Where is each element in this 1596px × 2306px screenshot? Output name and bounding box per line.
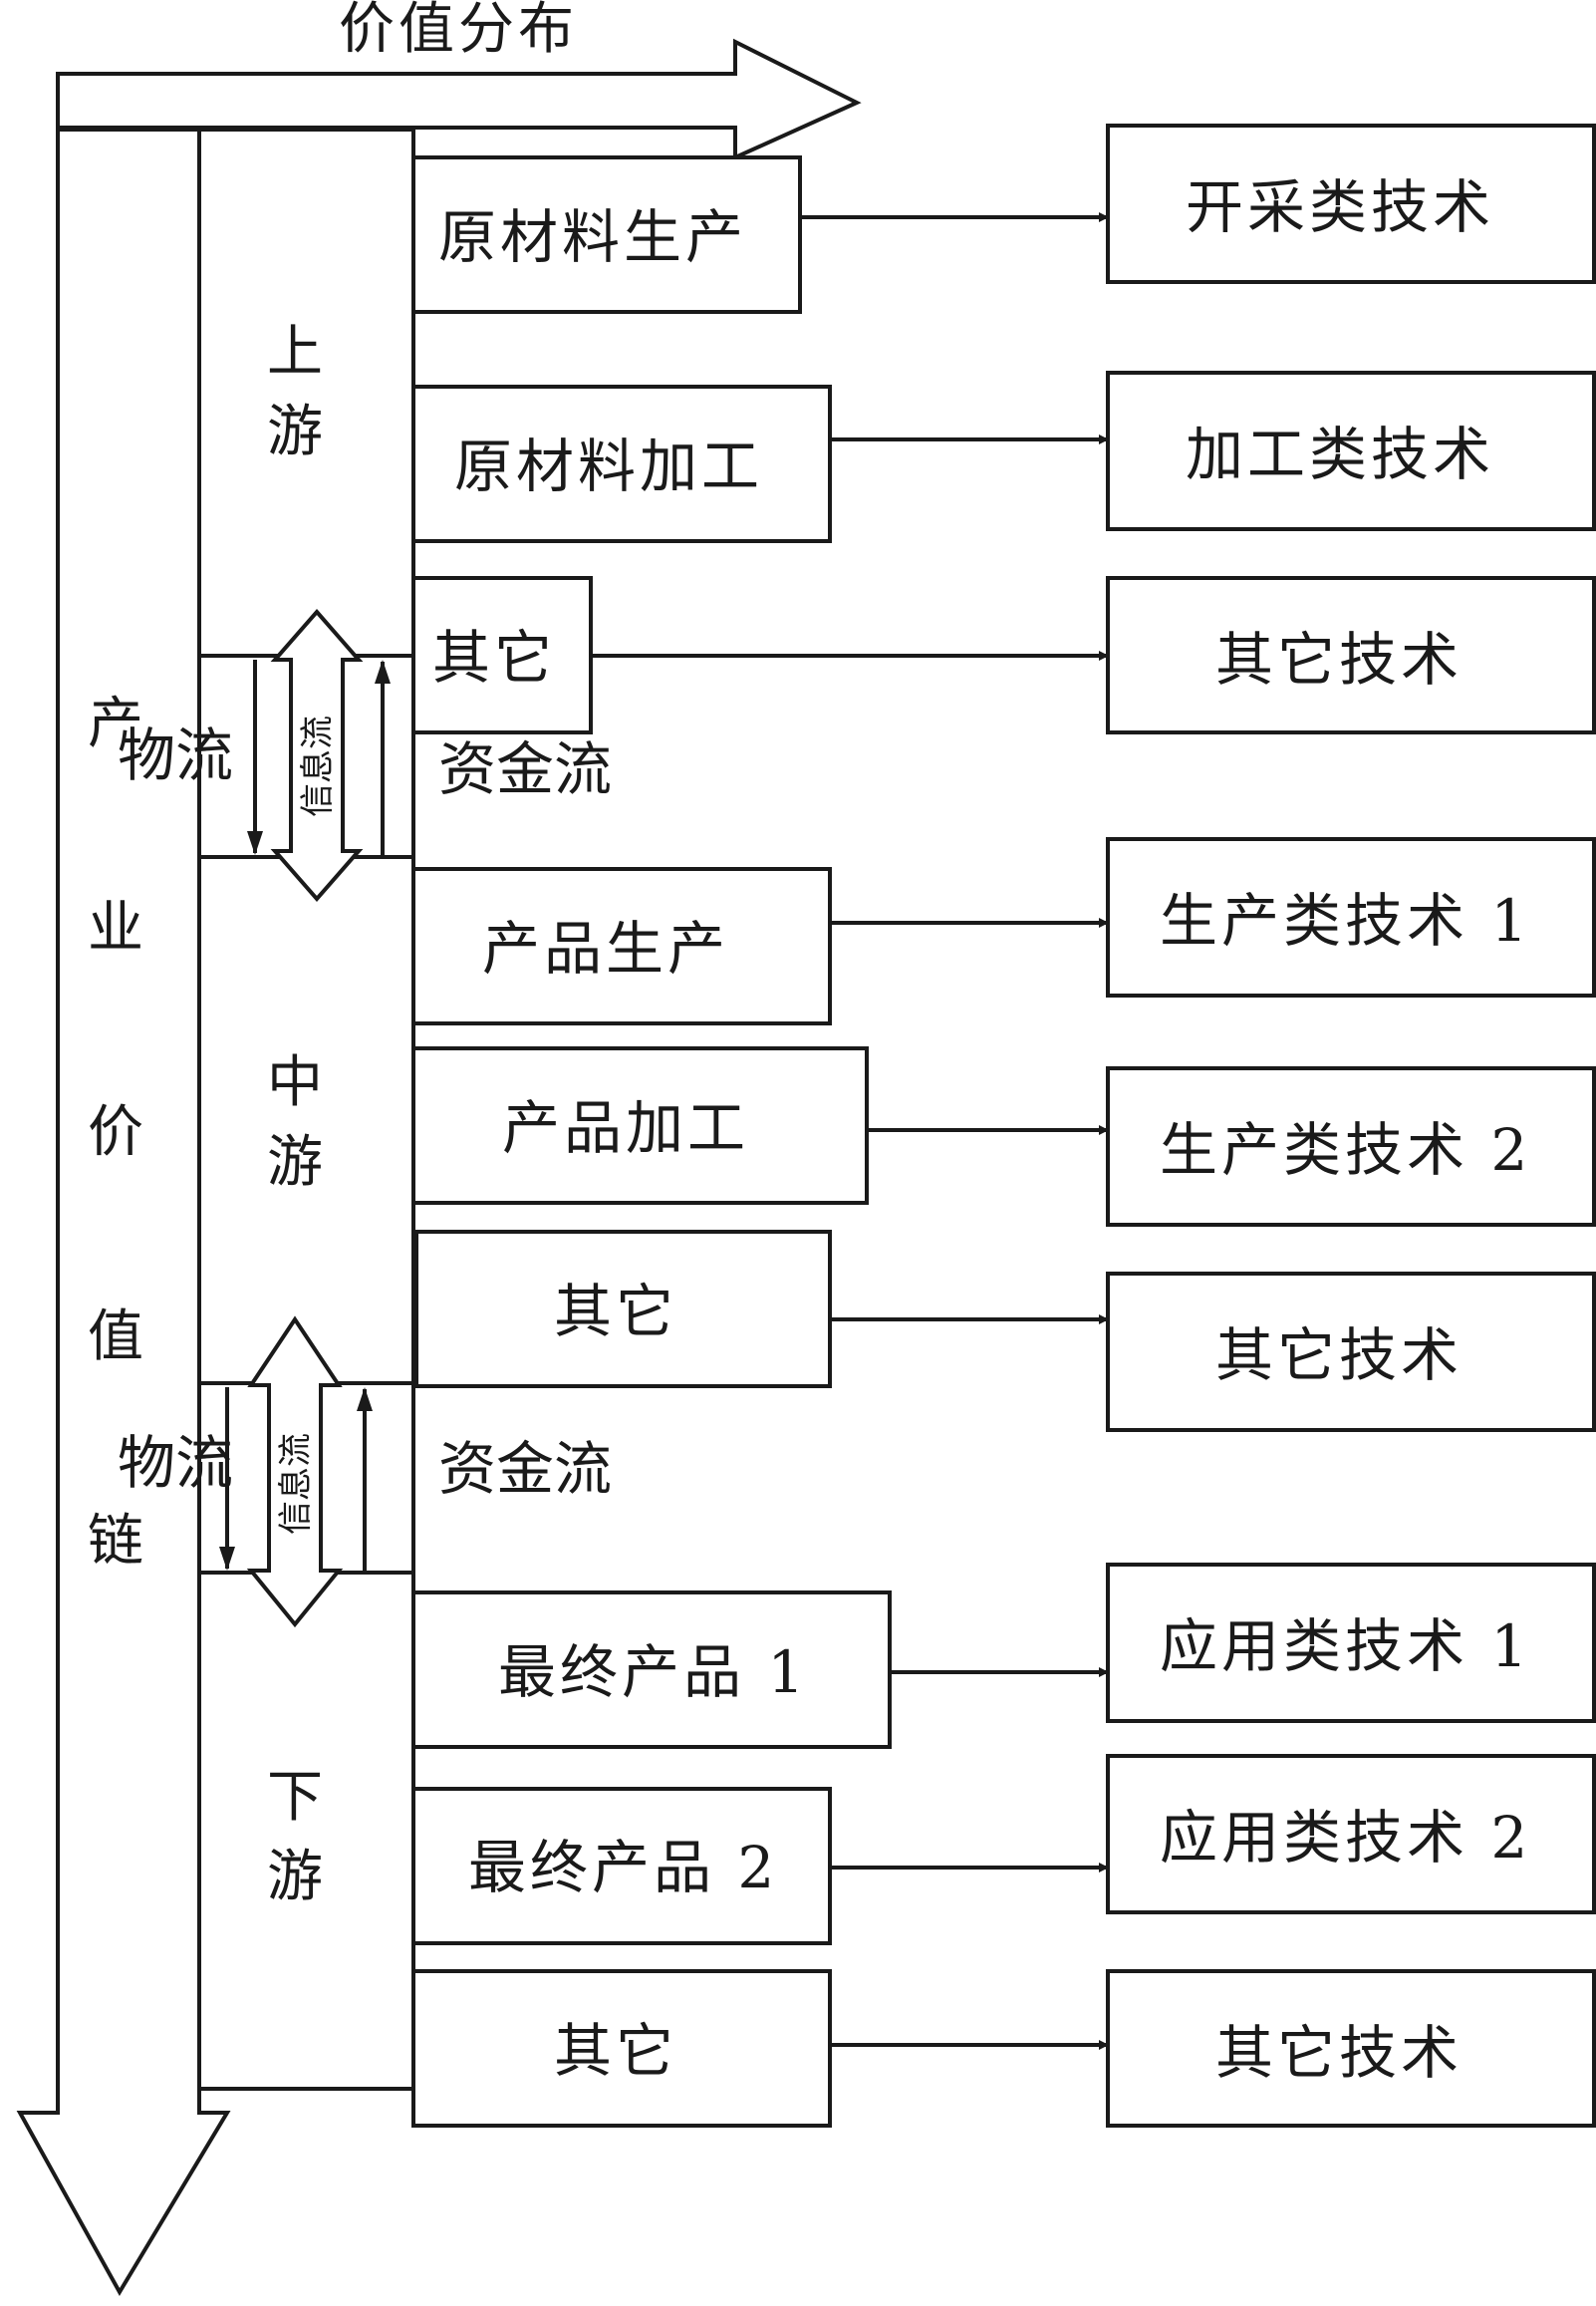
- segment-upstream-char-2: 游: [267, 400, 323, 464]
- technology-box: [1106, 1066, 1596, 1227]
- stage-label: 最终产品 2: [468, 1834, 778, 1901]
- technology-label: 其它技术: [1215, 626, 1463, 694]
- stage-label: 最终产品 1: [498, 1638, 808, 1706]
- information-label-2: 信息流: [276, 1433, 316, 1535]
- value-distribution-arrow: 价值分布: [56, 0, 862, 161]
- segment-upstream-char-1: 上: [267, 320, 323, 385]
- segment-downstream-char-2: 游: [267, 1845, 323, 1909]
- technology-label: 生产类技术 2: [1160, 1116, 1531, 1184]
- flow-band-2: 信息流 物流 资金流: [118, 1315, 612, 1628]
- stage-box: [411, 385, 832, 543]
- value-chain-char-3: 价: [88, 1100, 143, 1165]
- technology-box: [1106, 1272, 1596, 1432]
- technology-label: 应用类技术 2: [1160, 1804, 1531, 1872]
- information-arrow-2: [246, 1315, 344, 1628]
- technology-label: 应用类技术 1: [1160, 1612, 1531, 1680]
- value-chain-char-1: 产: [88, 692, 143, 756]
- stage-label: 其它: [432, 624, 556, 692]
- segment-midstream-box: [197, 855, 415, 1385]
- stage-box: [411, 576, 593, 734]
- stage-box: [411, 155, 802, 314]
- value-chain-char-4: 值: [88, 1304, 143, 1369]
- stage-box: [411, 1969, 832, 2128]
- stage-label: 原材料生产: [438, 203, 747, 271]
- technology-box: [1106, 124, 1596, 284]
- segment-downstream-box: [197, 1571, 415, 2091]
- segment-column: 上 游 中 游 下 游: [197, 128, 415, 2091]
- stage-label: 其它: [554, 2017, 677, 2085]
- technology-box: [1106, 1754, 1596, 1914]
- technology-label: 开采类技术: [1186, 173, 1494, 241]
- information-label-1: 信息流: [298, 716, 338, 817]
- stage-label: 产品生产: [482, 915, 729, 983]
- technology-box: [1106, 371, 1596, 531]
- flow-band-1: 信息流 物流 资金流: [118, 608, 612, 903]
- capital-label-1: 资金流: [438, 735, 612, 803]
- value-distribution-label: 价值分布: [339, 0, 578, 62]
- stages-and-technologies: 原材料生产 开采类技术 原材料加工 加工类技术 其它 其它技术 产品生产 生产类…: [411, 124, 1596, 2128]
- value-chain-char-2: 业: [88, 896, 143, 961]
- technology-label: 其它技术: [1215, 1321, 1463, 1389]
- technology-label: 加工类技术: [1186, 421, 1494, 488]
- technology-box: [1106, 576, 1596, 734]
- stage-box: [411, 1787, 832, 1945]
- stage-label: 产品加工: [502, 1094, 749, 1162]
- segment-downstream-char-1: 下: [267, 1765, 323, 1830]
- stage-box: [411, 1046, 869, 1205]
- technology-box: [1106, 1969, 1596, 2128]
- stage-label: 其它: [554, 1278, 677, 1345]
- logistics-label-2: 物流: [118, 1429, 233, 1497]
- stage-label: 原材料加工: [454, 432, 763, 500]
- technology-box: [1106, 1563, 1596, 1723]
- segment-midstream-char-2: 游: [267, 1130, 323, 1195]
- stage-box: [411, 867, 832, 1025]
- technology-box: [1106, 837, 1596, 998]
- value-chain-arrow: 产 业 价 值 链: [16, 128, 231, 2296]
- stage-box: [411, 1590, 892, 1749]
- segment-midstream-char-1: 中: [267, 1050, 323, 1115]
- technology-label: 生产类技术 1: [1160, 887, 1531, 955]
- value-chain-char-5: 链: [88, 1509, 143, 1574]
- capital-label-2: 资金流: [438, 1435, 612, 1503]
- technology-label: 其它技术: [1215, 2019, 1463, 2087]
- segment-upstream-box: [197, 128, 415, 658]
- information-arrow-1: [270, 608, 364, 903]
- logistics-label-1: 物流: [118, 721, 233, 789]
- stage-box: [414, 1230, 832, 1388]
